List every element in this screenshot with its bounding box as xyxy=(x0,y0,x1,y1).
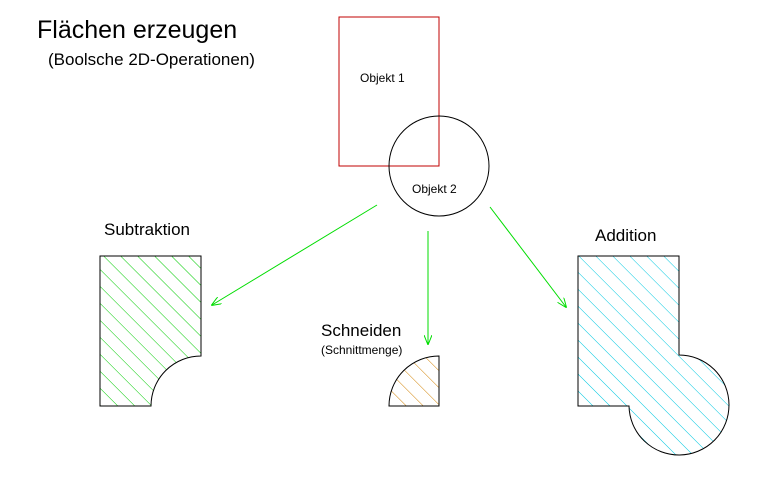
arrow-to-addition xyxy=(489,206,566,307)
addition-label: Addition xyxy=(595,226,656,245)
object2-circle xyxy=(388,115,490,217)
intersection-shape xyxy=(388,355,440,407)
subtraction-label: Subtraktion xyxy=(104,220,190,239)
intersection-label: Schneiden xyxy=(321,321,401,340)
object1-rectangle xyxy=(338,16,440,167)
object2-label: Objekt 2 xyxy=(412,182,457,196)
object1-label: Objekt 1 xyxy=(360,71,405,85)
page-title: Flächen erzeugen xyxy=(37,16,237,44)
subtraction-shape xyxy=(99,255,202,407)
intersection-sublabel: (Schnittmenge) xyxy=(321,343,402,357)
arrow-to-subtraction xyxy=(212,204,378,305)
addition-shape xyxy=(577,255,730,456)
page-subtitle: (Boolsche 2D-Operationen) xyxy=(48,50,255,69)
